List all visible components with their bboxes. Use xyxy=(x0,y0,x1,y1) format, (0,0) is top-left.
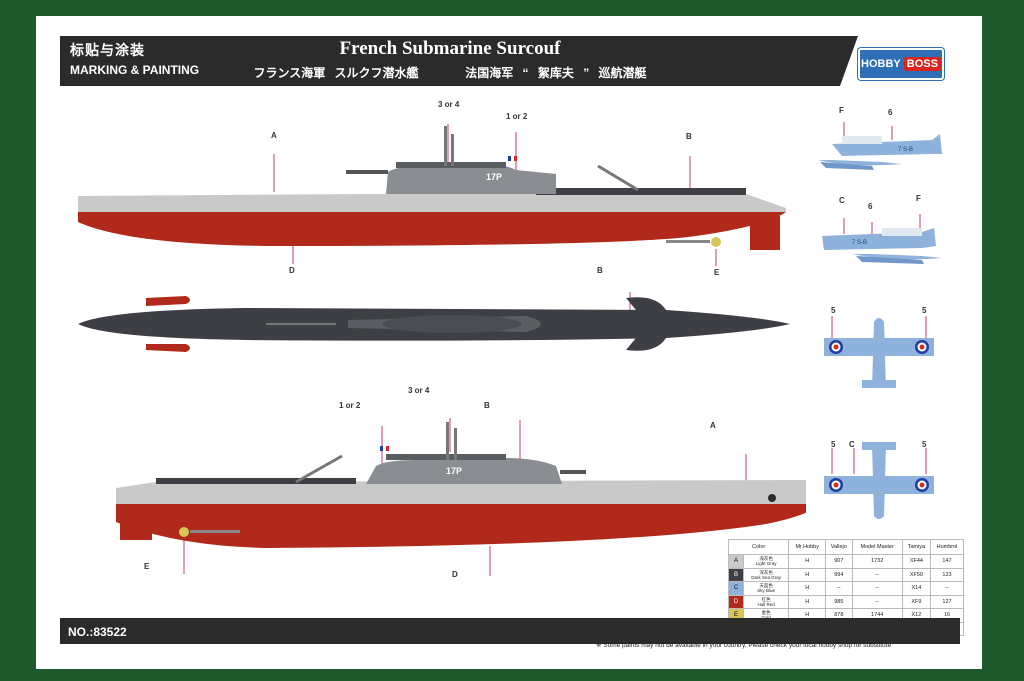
color-name-cn: 深灰色 xyxy=(759,569,773,575)
product-number: NO.:83522 xyxy=(60,620,152,644)
callout-plane3-left: 5 xyxy=(831,306,836,315)
hobbyboss-logo: HOBBY BOSS xyxy=(858,48,944,80)
callout-plane2-6: 6 xyxy=(868,202,873,211)
plane1-code-text: 7 S-B xyxy=(898,147,913,153)
callout-side1-a: A xyxy=(271,131,277,140)
seaplane-top-view-1 xyxy=(824,316,934,388)
mrhobby-code: H xyxy=(788,567,827,582)
th-modelmaster: Model Master xyxy=(851,539,903,555)
color-name-cn: 金色 xyxy=(761,610,771,616)
section-title-cn: 标贴与涂装 xyxy=(70,42,145,58)
callout-side2-flag: 1 or 2 xyxy=(339,401,361,410)
vallejo-code: -- xyxy=(825,581,853,596)
callout-side1-b: B xyxy=(686,132,692,141)
top-view xyxy=(78,292,790,352)
color-name-cn: 红色 xyxy=(761,596,771,602)
seaplane-side-view-1: 7 S-B xyxy=(818,122,942,170)
color-name-en: Dark Sea Gray xyxy=(751,574,782,580)
plane2-code-text: 7 S-B xyxy=(852,240,867,246)
instruction-sheet: 标贴与涂装 MARKING & PAINTING French Submarin… xyxy=(36,16,982,669)
callout-top-b: B xyxy=(597,266,603,275)
humbrol-code: 147 xyxy=(930,554,964,569)
callout-plane2-f: F xyxy=(916,194,921,203)
color-table-header: Color Mr.Hobby Vallejo Model Master Tami… xyxy=(727,539,964,555)
tamiya-code: XF50 xyxy=(901,567,932,582)
color-letter: D xyxy=(728,594,744,609)
humbrol-code: 127 xyxy=(930,594,964,609)
page-title-block: French Submarine Surcouf フランス海軍 スルクフ潜水艦 … xyxy=(60,38,840,81)
th-tamiya: Tamiya xyxy=(901,539,932,555)
modelmaster-code: 1732 xyxy=(851,554,903,569)
color-name-en: Hull Red xyxy=(757,601,775,607)
callout-side1-d: D xyxy=(289,266,295,275)
seaplane-bottom-view xyxy=(824,442,934,519)
hull-number-text: 17P xyxy=(486,172,502,182)
color-letter: A xyxy=(728,554,744,569)
color-letter: B xyxy=(728,567,744,582)
side-view-starboard: 17P xyxy=(78,124,786,266)
th-vallejo: Vallejo xyxy=(825,539,853,555)
color-letter: C xyxy=(728,581,744,596)
color-name-en: Gold xyxy=(745,615,787,620)
callout-plane4-left: 5 xyxy=(831,440,836,449)
mrhobby-code: H xyxy=(788,554,827,569)
callout-side1-flag: 1 or 2 xyxy=(506,112,528,121)
callout-plane4-right: 5 xyxy=(922,440,927,449)
tamiya-code: XF44 xyxy=(901,554,932,569)
callout-plane1-6: 6 xyxy=(888,108,893,117)
footer-bar xyxy=(60,618,960,644)
vallejo-code: 907 xyxy=(825,554,853,569)
vallejo-code: 994 xyxy=(825,567,853,582)
header-bar: 标贴与涂装 MARKING & PAINTING French Submarin… xyxy=(60,36,960,86)
section-title-en: MARKING & PAINTING xyxy=(70,63,200,77)
callout-side1-e: E xyxy=(714,268,720,277)
hull-number-text-2: 17P xyxy=(446,466,462,476)
humbrol-code: 123 xyxy=(930,567,964,582)
th-mrhobby: Mr.Hobby xyxy=(788,539,827,555)
color-name-cn: 天蓝色 xyxy=(759,583,773,589)
subtitle-jp: フランス海軍 スルクフ潜水艦 xyxy=(253,66,419,80)
modelmaster-code: -- xyxy=(851,567,903,582)
mrhobby-code: H xyxy=(788,581,827,596)
modelmaster-code: -- xyxy=(851,594,903,609)
callout-plane1-f: F xyxy=(839,106,844,115)
callout-side1-mast: 3 or 4 xyxy=(438,100,460,109)
side-view-port: 17P xyxy=(116,418,806,576)
vallejo-code: 985 xyxy=(825,594,853,609)
callout-side2-d: D xyxy=(452,570,458,579)
page-title: French Submarine Surcouf xyxy=(339,38,561,59)
section-title: 标贴与涂装 MARKING & PAINTING xyxy=(70,40,199,77)
logo-hobby-text: HOBBY xyxy=(861,58,901,70)
callout-side2-a: A xyxy=(710,421,716,430)
color-name-en: Sky Blue xyxy=(757,588,776,594)
paint-footnote: ※ Some paints may not be available in yo… xyxy=(596,642,892,649)
callout-plane2-c: C xyxy=(839,196,845,205)
logo-boss-text: BOSS xyxy=(903,57,941,71)
color-name-en: Light Gray xyxy=(755,561,777,567)
callout-side2-e: E xyxy=(144,562,150,571)
mrhobby-code: H xyxy=(788,594,827,609)
tamiya-code: XF9 xyxy=(901,594,932,609)
humbrol-code: -- xyxy=(930,581,964,596)
tamiya-code: X14 xyxy=(901,581,932,596)
page-subtitle: フランス海軍 スルクフ潜水艦 法国海军 “ 絮库夫 ” 巡航潜艇 xyxy=(60,64,840,81)
callout-plane4-c: C xyxy=(849,440,855,449)
callout-plane3-right: 5 xyxy=(922,306,927,315)
th-color: Color xyxy=(727,539,790,555)
seaplane-side-view-2: 7 S-B xyxy=(822,214,942,264)
th-humbrol: Humbrol xyxy=(930,539,964,555)
color-name-cn: 浅灰色 xyxy=(759,556,773,562)
modelmaster-code: -- xyxy=(851,581,903,596)
callout-side2-b: B xyxy=(484,401,490,410)
subtitle-cn: 法国海军 “ 絮库夫 ” 巡航潜艇 xyxy=(465,66,647,80)
callout-side2-mast: 3 or 4 xyxy=(408,386,430,395)
